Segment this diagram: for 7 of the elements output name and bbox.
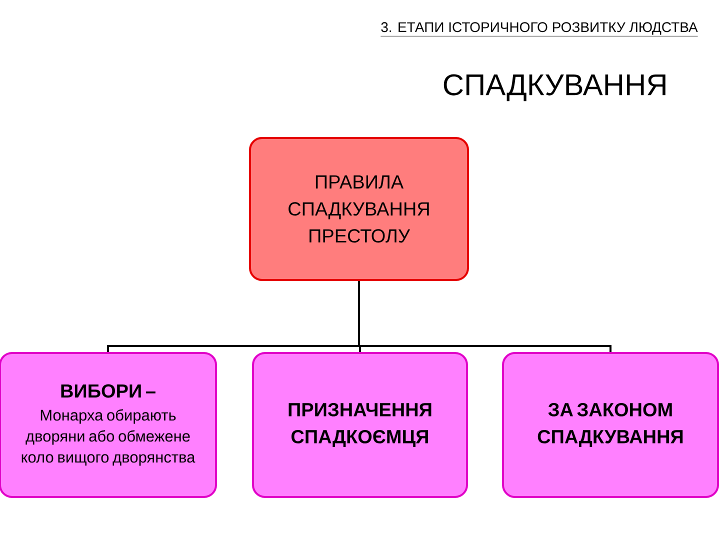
- title: СПАДКУВАННЯ: [444, 74, 666, 102]
- connector-line: [358, 281, 612, 352]
- process-box: ЗА ЗАКОНОМ СПАДКУВАННЯ: [502, 352, 719, 498]
- process-box: ПРАВИЛА СПАДКУВАННЯ ПРЕСТОЛУ: [249, 137, 469, 281]
- process-box: ВИБОРИ – Монарха обирають дворяни або обмежене коло вищого дворянства: [0, 352, 217, 498]
- process-box: ПРИЗНАЧЕННЯ СПАДКОЄМЦЯ: [252, 352, 468, 498]
- header-text: 3. ЕТАПИ ІСТОРИЧНОГО РОЗВИТКУ ЛЮДСТВА: [380, 22, 698, 36]
